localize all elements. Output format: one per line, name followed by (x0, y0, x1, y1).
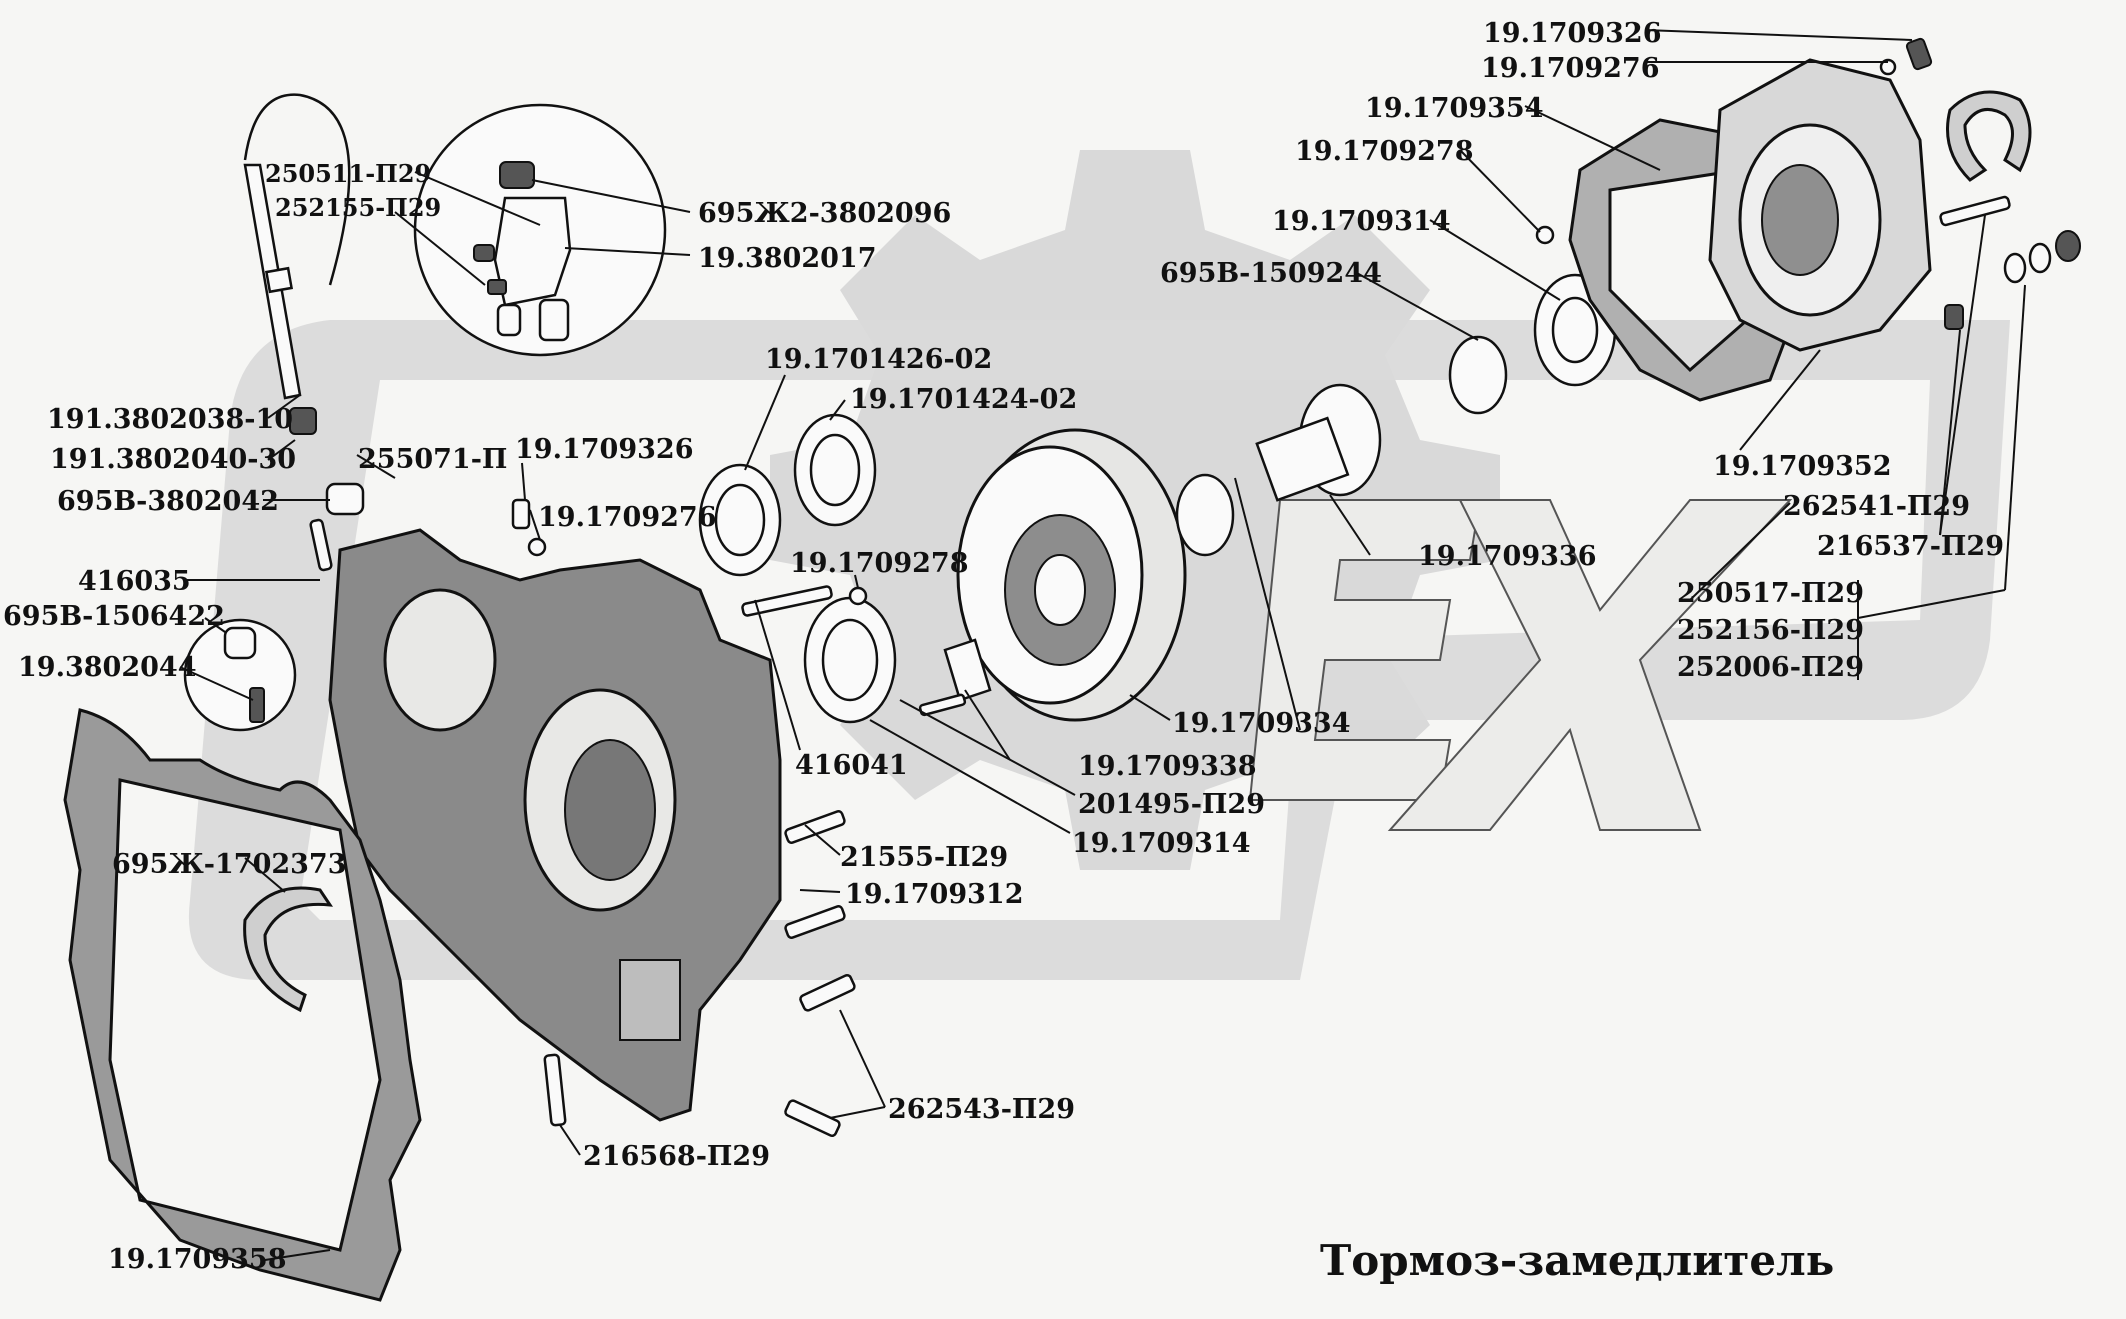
lock-ring (243, 886, 334, 1013)
label-19-1709314-top: 19.1709314 (1272, 206, 1450, 237)
bearing-3 (803, 596, 897, 724)
label-19-1709276-mid: 19.1709276 (538, 502, 716, 533)
speed-sensor-shaft (243, 93, 365, 516)
label-262543-p29: 262543-П29 (888, 1094, 1075, 1125)
label-252006-p29: 252006-П29 (1677, 652, 1864, 683)
label-19-1709352: 19.1709352 (1713, 451, 1891, 482)
leader-lines (179, 29, 2026, 1261)
label-416041: 416041 (795, 750, 908, 781)
label-216568-p29: 216568-П29 (583, 1141, 770, 1172)
label-19-1709314-low: 19.1709314 (1072, 828, 1250, 859)
label-255071-p: 255071-П (358, 444, 507, 475)
label-252155-p29: 252155-П29 (275, 193, 441, 222)
label-695v-1509244: 695В-1509244 (1160, 258, 1382, 289)
label-191-3802038-10: 191.3802038-10 (47, 404, 293, 435)
pin-left (309, 518, 333, 572)
housing-gasket (63, 708, 422, 1302)
label-19-1709312: 19.1709312 (845, 879, 1023, 910)
stud-housing-top (741, 585, 833, 617)
snap-ring-right (1946, 90, 2032, 182)
label-19-1709358: 19.1709358 (108, 1244, 286, 1275)
label-19-1709276-top: 19.1709276 (1481, 53, 1659, 84)
flange-shaft (1255, 383, 1382, 502)
label-695v-3802042: 695В-3802042 (57, 486, 279, 517)
sensor-inset (413, 103, 667, 357)
label-695zh2-3802096: 695Ж2-3802096 (698, 198, 951, 229)
bolt-bottom-2 (784, 1099, 841, 1138)
stud-bottom (543, 1053, 567, 1127)
label-252156-p29: 252156-П29 (1677, 615, 1864, 646)
rotor-disc (956, 428, 1187, 722)
label-695v-1506422: 695В-1506422 (3, 601, 225, 632)
ball-top-right (1879, 58, 1897, 76)
bolt-mid-right (1944, 304, 1964, 330)
label-250517-p29: 250517-П29 (1677, 578, 1864, 609)
stud-housing-mid (784, 810, 846, 844)
watermark-letter-x (1387, 499, 1793, 831)
label-19-3802044: 19.3802044 (18, 652, 196, 683)
label-21555-p29: 21555-П29 (840, 842, 1008, 873)
plug-inset (183, 618, 297, 732)
oil-seal-2 (1448, 335, 1508, 415)
label-19-1709326-mid: 19.1709326 (515, 434, 693, 465)
washer-set (2003, 230, 2081, 284)
oil-seal-1 (1175, 473, 1235, 557)
retarder-housing (328, 528, 782, 1122)
label-19-1709326-top: 19.1709326 (1483, 18, 1661, 49)
ball-mid (848, 586, 868, 606)
label-19-1709334: 19.1709334 (1172, 708, 1350, 739)
label-201495-p29: 201495-П29 (1078, 789, 1265, 820)
label-19-3802017: 19.3802017 (698, 243, 876, 274)
ball-center (527, 537, 547, 557)
stud-right (1939, 195, 2011, 227)
label-19-1709338: 19.1709338 (1078, 751, 1256, 782)
ball-right (1535, 225, 1555, 245)
bolt-bottom-1 (799, 973, 856, 1012)
label-416035: 416035 (78, 566, 191, 597)
label-19-1709354: 19.1709354 (1365, 93, 1543, 124)
plug-top-center (511, 498, 531, 530)
label-191-3802040-30: 191.3802040-30 (50, 444, 296, 475)
label-216537-p29: 216537-П29 (1817, 531, 2004, 562)
parts (63, 37, 2081, 1302)
bearing-2 (793, 413, 877, 527)
stud-bolt-top-right (1905, 37, 1933, 71)
label-695zh-1702373: 695Ж-1702373 (112, 849, 347, 880)
label-19-1701424-02: 19.1701424-02 (850, 384, 1077, 415)
label-19-1709278-top: 19.1709278 (1295, 136, 1473, 167)
bearing-1 (698, 463, 782, 577)
label-19-1709336: 19.1709336 (1418, 541, 1596, 572)
label-19-1701426-02: 19.1701426-02 (765, 344, 992, 375)
callout-labels: 19.1709326 19.1709276 19.1709354 19.1709… (3, 18, 2004, 1285)
label-250511-p29: 250511-П29 (265, 159, 431, 188)
label-19-1709278-mid: 19.1709278 (790, 548, 968, 579)
diagram-title: Тормоз-замедлитель (1320, 1236, 1834, 1285)
bracket-plate (943, 638, 992, 702)
stud-housing-low (784, 905, 846, 939)
stator-cover (1708, 58, 1932, 352)
label-262541-p29: 262541-П29 (1783, 491, 1970, 522)
